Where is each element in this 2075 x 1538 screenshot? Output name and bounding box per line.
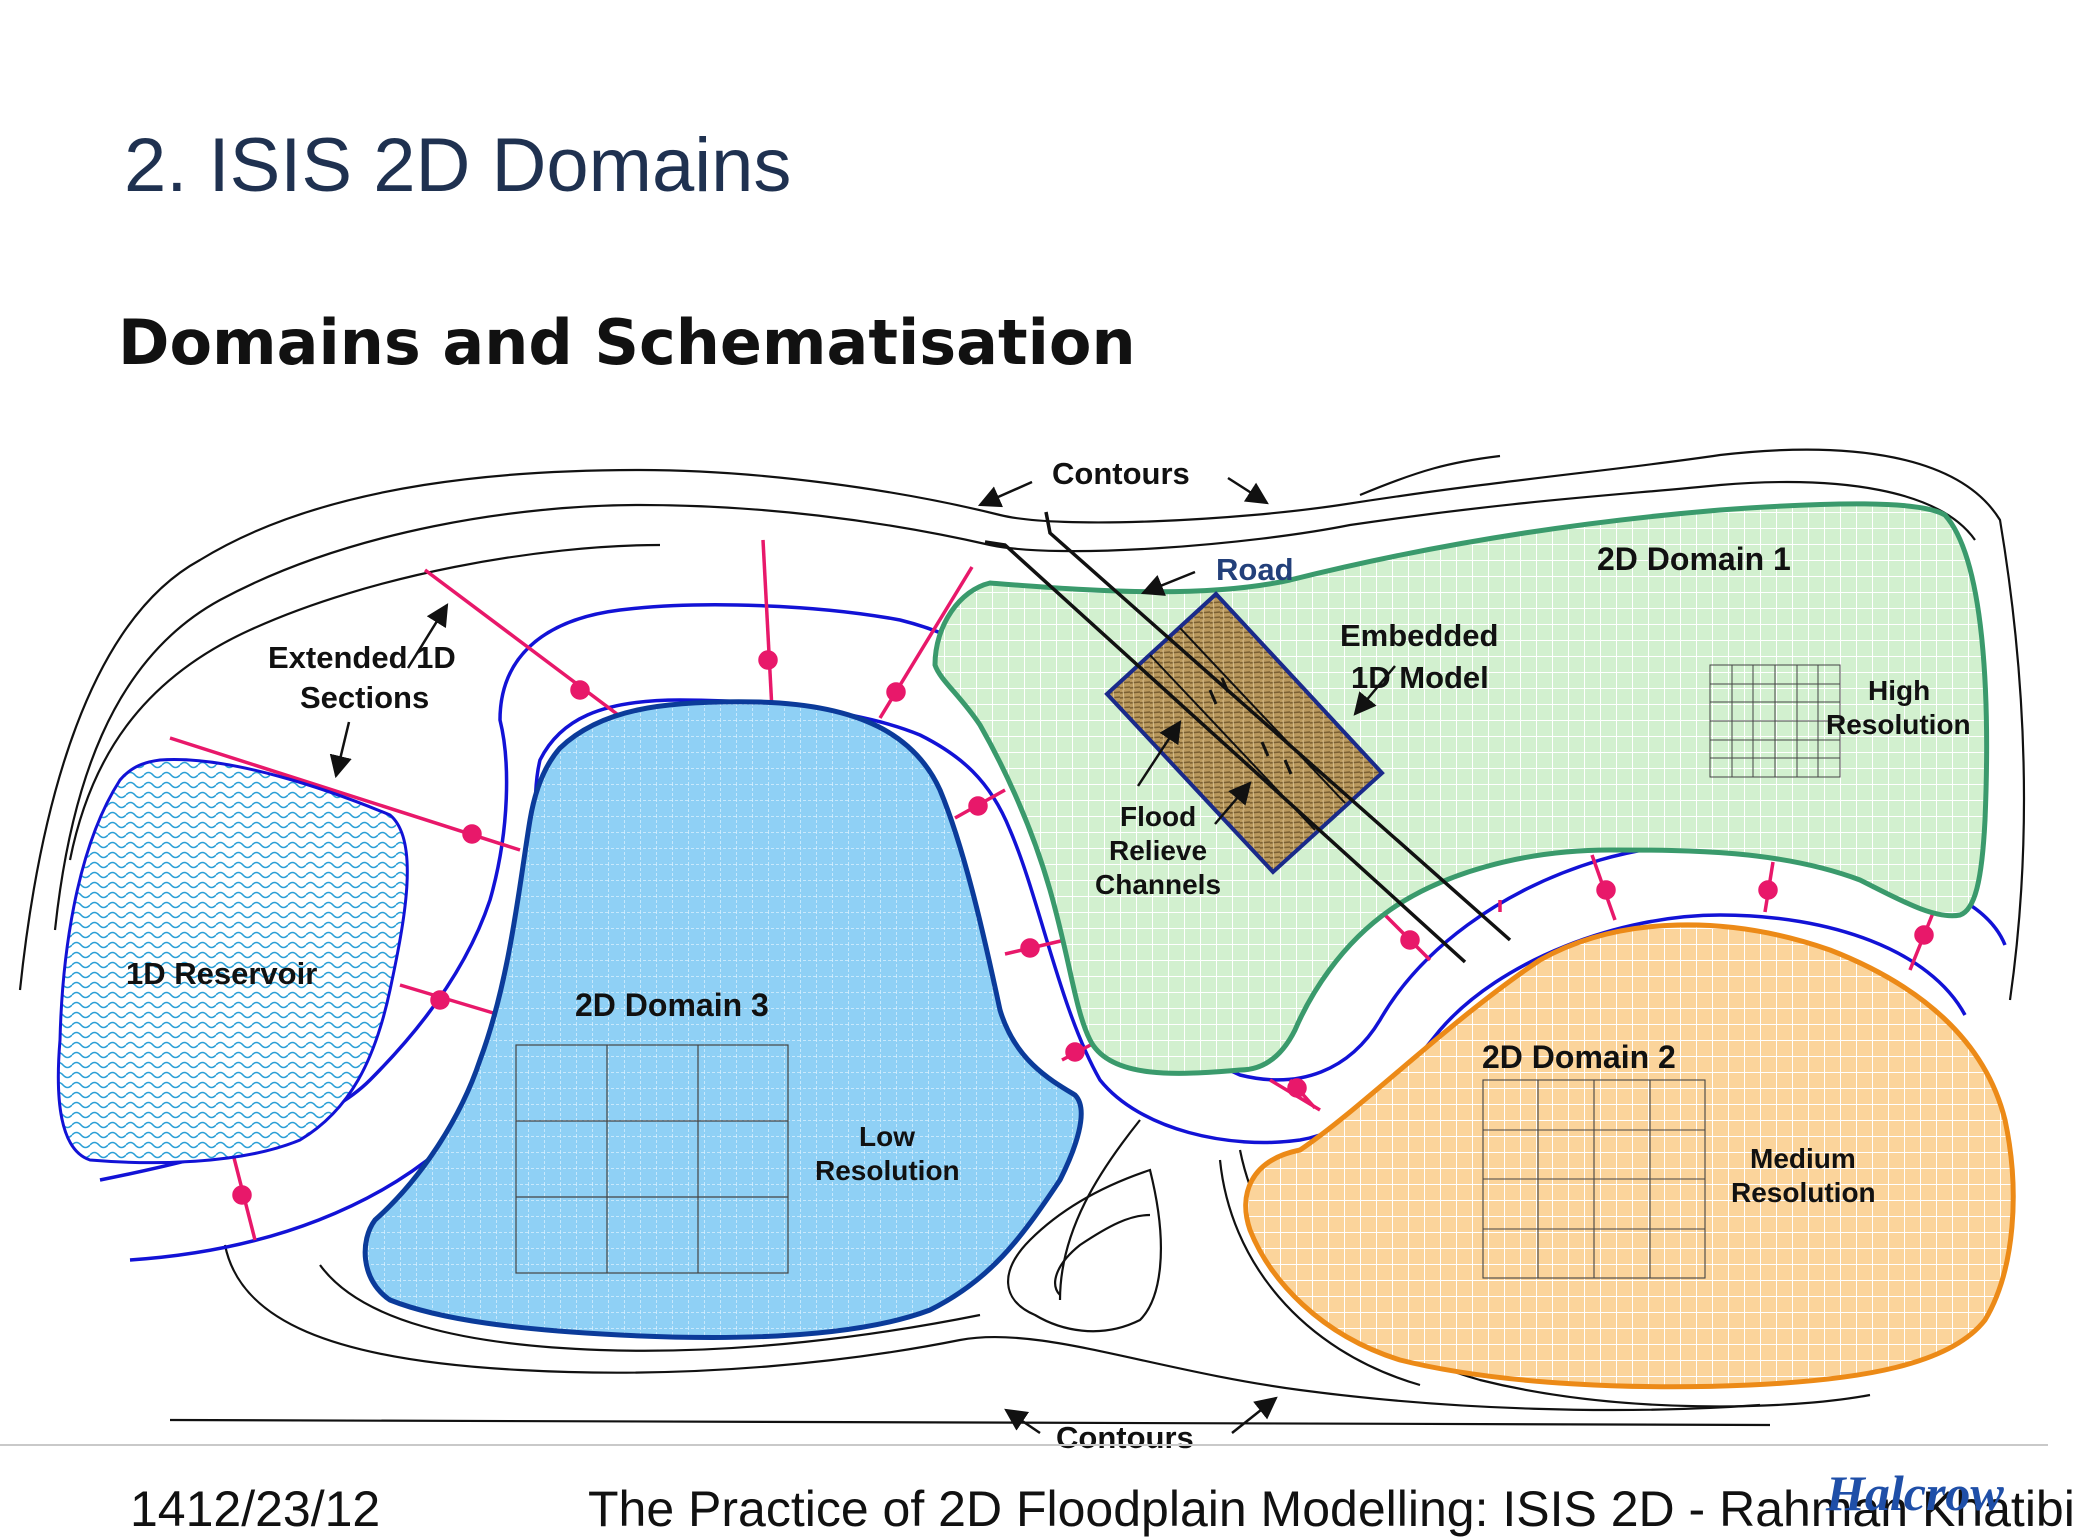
label-low-line1: Low: [859, 1121, 915, 1152]
reservoir-area: [56, 758, 409, 1165]
domain3-area: [362, 699, 1084, 1340]
label-flood-line2: Relieve: [1109, 835, 1207, 866]
halcrow-logo: Halcrow: [1826, 1465, 2004, 1521]
extended-1d-sections: [169, 539, 1937, 1241]
annotation-arrows: [329, 476, 1396, 1435]
label-embedded-line2: 1D Model: [1351, 660, 1489, 695]
high-resolution-grid: [1709, 664, 1841, 778]
low-resolution-grid: [515, 1044, 789, 1274]
slide-title: 2. ISIS 2D Domains: [124, 123, 792, 208]
label-road: Road: [1216, 552, 1294, 587]
label-high-line2: Resolution: [1826, 709, 1971, 740]
footer-date: 1412/23/12: [130, 1481, 381, 1537]
footer-presentation-title: The Practice of 2D Floodplain Modelling:…: [588, 1481, 2075, 1537]
label-contours-top: Contours: [1052, 456, 1190, 491]
slide-subtitle: Domains and Schematisation: [118, 306, 1136, 379]
label-extended-line2: Sections: [300, 680, 429, 715]
label-medium-line1: Medium: [1750, 1143, 1856, 1174]
medium-resolution-grid: [1482, 1079, 1706, 1279]
label-low-line2: Resolution: [815, 1155, 960, 1186]
label-domain1: 2D Domain 1: [1597, 541, 1791, 577]
footer-divider: [0, 1444, 2048, 1446]
label-high-line1: High: [1868, 675, 1930, 706]
road-lines: [984, 511, 1512, 964]
label-reservoir: 1D Reservoir: [126, 956, 317, 991]
label-domain3: 2D Domain 3: [575, 987, 769, 1023]
label-medium-line2: Resolution: [1731, 1177, 1876, 1208]
diagram-labels: Contours Road 2D Domain 1 Embedded 1D Mo…: [126, 456, 1971, 1455]
label-contours-bottom: Contours: [1056, 1420, 1194, 1455]
label-flood-line3: Channels: [1095, 869, 1221, 900]
contour-lines: [18, 448, 2026, 1427]
label-extended-line1: Extended 1D: [268, 640, 456, 675]
label-embedded-line1: Embedded: [1340, 618, 1498, 653]
label-domain2: 2D Domain 2: [1482, 1039, 1676, 1075]
label-flood-line1: Flood: [1120, 801, 1196, 832]
domain2-area: [1243, 922, 2016, 1390]
